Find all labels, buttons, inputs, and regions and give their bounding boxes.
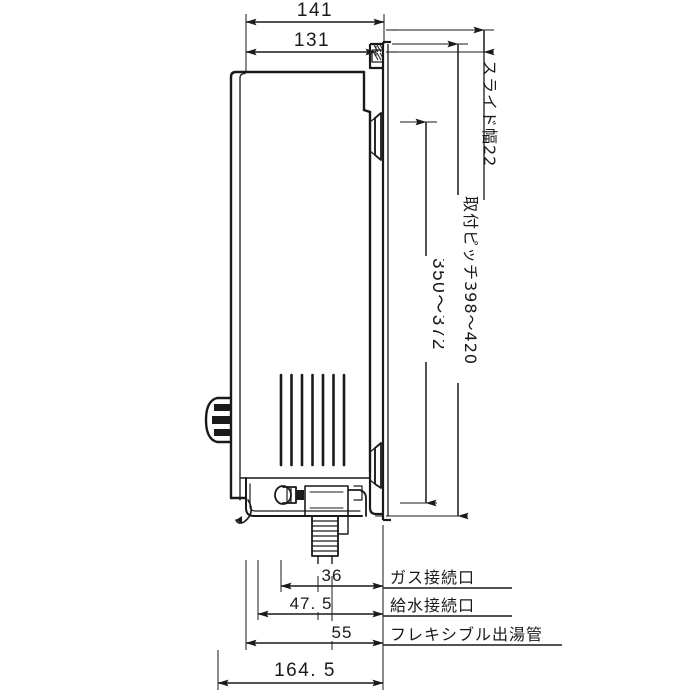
dimension-label-55: 55 <box>332 623 353 642</box>
water-heater-body <box>229 70 372 501</box>
dimension-label-141: 141 <box>297 0 333 21</box>
dimension-350-372: 350〜372 <box>400 118 449 507</box>
callout-water-inlet: 給水接続口 <box>390 596 475 615</box>
bottom-pipe-connections <box>235 477 367 577</box>
dimension-label-47-5: 47. 5 <box>290 594 333 613</box>
dimension-164-5: 164. 5 <box>217 650 384 690</box>
dimension-label-131: 131 <box>294 30 330 51</box>
upper-mount-hook <box>368 40 391 522</box>
control-knob <box>204 396 231 444</box>
dimension-47-5-water: 47. 5 給水接続口 <box>257 560 512 620</box>
callout-flexible-hot-water-pipe: フレキシブル出湯管 <box>390 625 543 644</box>
dimension-label-36: 36 <box>322 566 343 585</box>
ventilation-grille <box>279 373 346 467</box>
dimension-55-hotwater: 55 フレキシブル出湯管 <box>245 560 562 650</box>
callout-gas-port: ガス接続口 <box>390 568 475 587</box>
dimension-label-mounting-pitch: 取付ピッチ398〜420 <box>461 196 480 365</box>
centerlines <box>375 29 400 517</box>
dimension-label-350-372: 350〜372 <box>428 258 449 351</box>
dimension-mounting-pitch: 取付ピッチ398〜420 <box>392 40 480 520</box>
dimension-label-slide-width: スライド幅22 <box>480 60 499 167</box>
dimension-131: 131 <box>245 29 377 56</box>
dimension-slide-width: スライド幅22 <box>386 26 499 200</box>
dimension-141: 141 <box>245 0 385 72</box>
dimension-label-164-5: 164. 5 <box>274 660 336 681</box>
